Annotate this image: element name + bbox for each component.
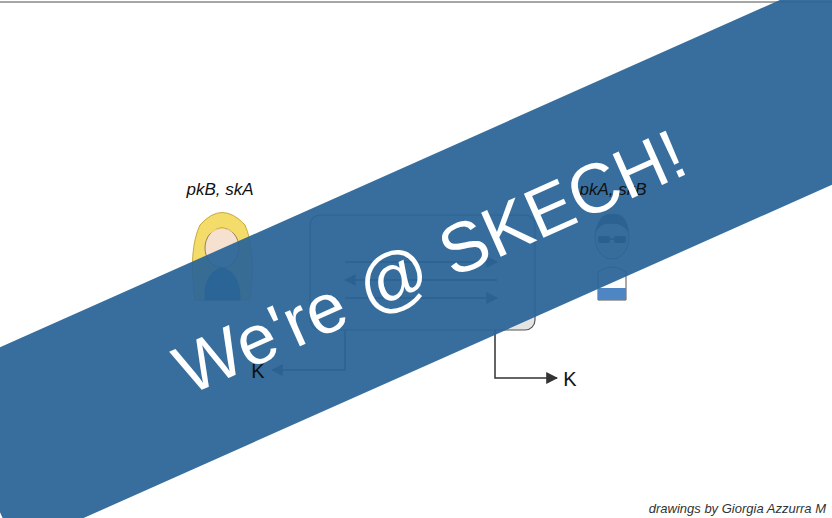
output-key: K <box>563 368 576 391</box>
key-label: pkB, skA <box>158 180 282 200</box>
figure-key-node: pkB, skA <box>158 180 282 200</box>
output-wire <box>495 330 557 378</box>
credit-note: drawings by Giorgia Azzurra M <box>649 501 826 516</box>
top-rule <box>0 1 832 3</box>
